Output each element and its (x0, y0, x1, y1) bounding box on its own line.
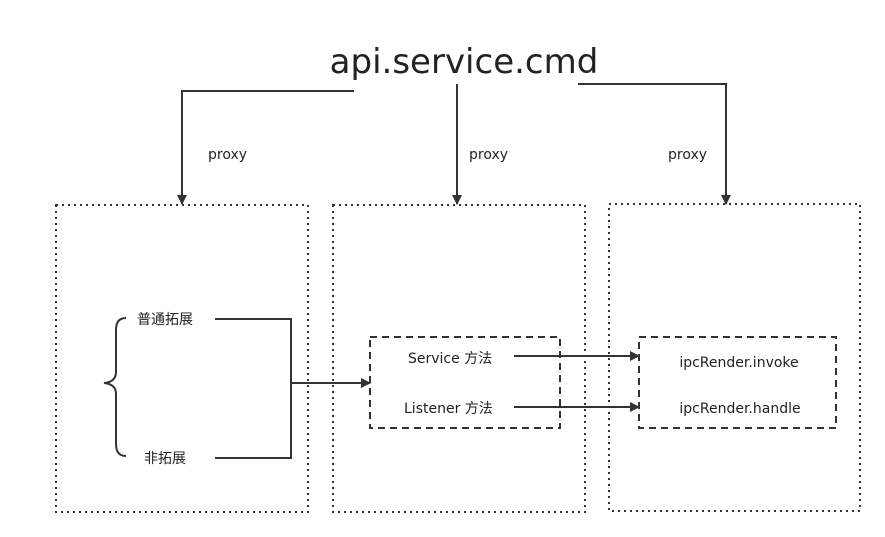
proxy-arrow-left (177, 90, 354, 205)
right-ipc-box (638, 336, 837, 429)
right-item-ipc-handle: ipcRender.handle (679, 401, 800, 417)
proxy-label-right: proxy (668, 147, 707, 163)
left-item-normal-extension: 普通拓展 (137, 312, 193, 328)
left-bracket-connector (215, 318, 292, 459)
diagram-title: api.service.cmd (330, 42, 599, 82)
middle-methods-box (369, 336, 561, 429)
left-item-non-extension: 非拓展 (144, 451, 186, 467)
middle-item-service-method: Service 方法 (408, 351, 492, 367)
right-item-ipc-invoke: ipcRender.invoke (679, 355, 798, 371)
proxy-arrow-right (578, 83, 731, 205)
proxy-label-middle: proxy (469, 147, 508, 163)
proxy-label-left: proxy (208, 147, 247, 163)
middle-panel (332, 204, 586, 513)
left-panel (55, 204, 309, 513)
middle-item-listener-method: Listener 方法 (404, 401, 493, 417)
curly-brace (103, 317, 127, 457)
